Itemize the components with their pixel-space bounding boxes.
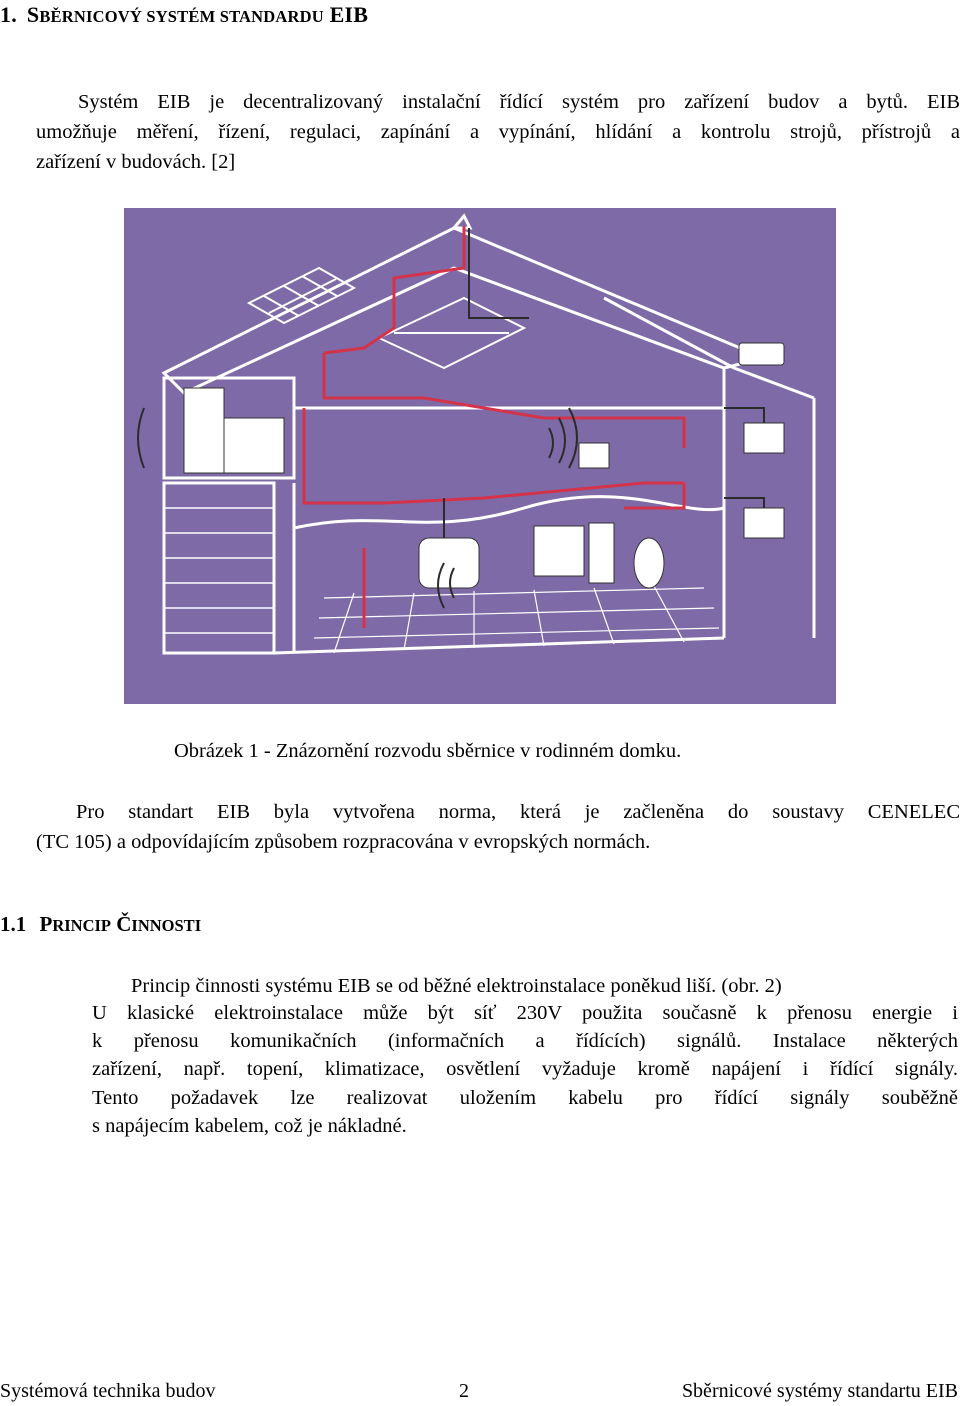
intro-line-1: Systém EIB je decentralizovaný instalačn… (78, 91, 960, 113)
skylight (376, 296, 527, 370)
heading2-word-1: RINCIP (52, 916, 111, 935)
subsection-number: 1.1 (0, 912, 27, 936)
devices (183, 342, 785, 589)
subsection-heading: 1.1 PRINCIP ČINNOSTI (0, 912, 201, 937)
heading-first-letter: S (26, 2, 40, 27)
heading2-word-2: INNOSTI (131, 916, 202, 935)
signal-cable (443, 228, 765, 538)
standard-line-2: (TC 105) a odpovídajícím způsobem rozpra… (36, 831, 651, 853)
house-walls (162, 368, 726, 655)
water-tank (633, 537, 665, 589)
heading-rest: BĚRNICOVÝ SYSTÉM STANDARDU (39, 7, 324, 26)
intro-line-3: zařízení v budovách. [2] (36, 151, 236, 173)
washing-machine (533, 525, 585, 577)
standard-line-1: Pro standart EIB byla vytvořena norma, k… (76, 801, 960, 823)
heading2-letter-p: P (39, 912, 53, 936)
radiator-upper (743, 422, 785, 454)
intro-line-2: umožňuje měření, řízení, regulaci, zapín… (36, 121, 960, 143)
principle-line-2: U klasické elektroinstalace může být síť… (92, 1002, 958, 1024)
floor-tiles (313, 585, 720, 654)
section-heading: 1. SBĚRNICOVÝ SYSTÉM STANDARDU EIB (0, 2, 368, 28)
heading-tail: EIB (329, 2, 369, 27)
footer-right: Sběrnicové systémy standartu EIB (681, 1380, 958, 1402)
air-conditioner (738, 342, 785, 366)
principle-line-1: Princip činnosti systému EIB se od běžné… (131, 975, 782, 997)
footer-left: Systémová technika budov (0, 1380, 216, 1402)
house-bus-figure (124, 208, 836, 704)
principle-line-6: s napájecím kabelem, což je nákladné. (92, 1115, 407, 1137)
appliance (588, 522, 615, 584)
floor-slab (293, 495, 725, 530)
section-number: 1. (0, 2, 17, 27)
bus-wiring (302, 226, 686, 628)
principle-line-4: zařízení, např. topení, klimatizace, osv… (92, 1058, 958, 1080)
principle-line-5: Tento požadavek lze realizovat uložením … (92, 1087, 958, 1109)
principle-line-3: k přenosu komunikačních (informačních a … (92, 1030, 958, 1052)
footer-page-number: 2 (459, 1380, 469, 1402)
boiler (418, 537, 480, 589)
television (578, 442, 610, 469)
kitchen-unit (223, 417, 285, 474)
wireless-signal-icon (137, 407, 578, 609)
solar-panel (246, 266, 357, 325)
radiator-lower (743, 507, 785, 539)
roof-gable (603, 296, 816, 638)
brick-wall (164, 507, 274, 634)
figure-caption: Obrázek 1 - Znázornění rozvodu sběrnice … (174, 740, 682, 762)
heading2-letter-c: Č (116, 912, 132, 936)
fridge (183, 387, 225, 474)
